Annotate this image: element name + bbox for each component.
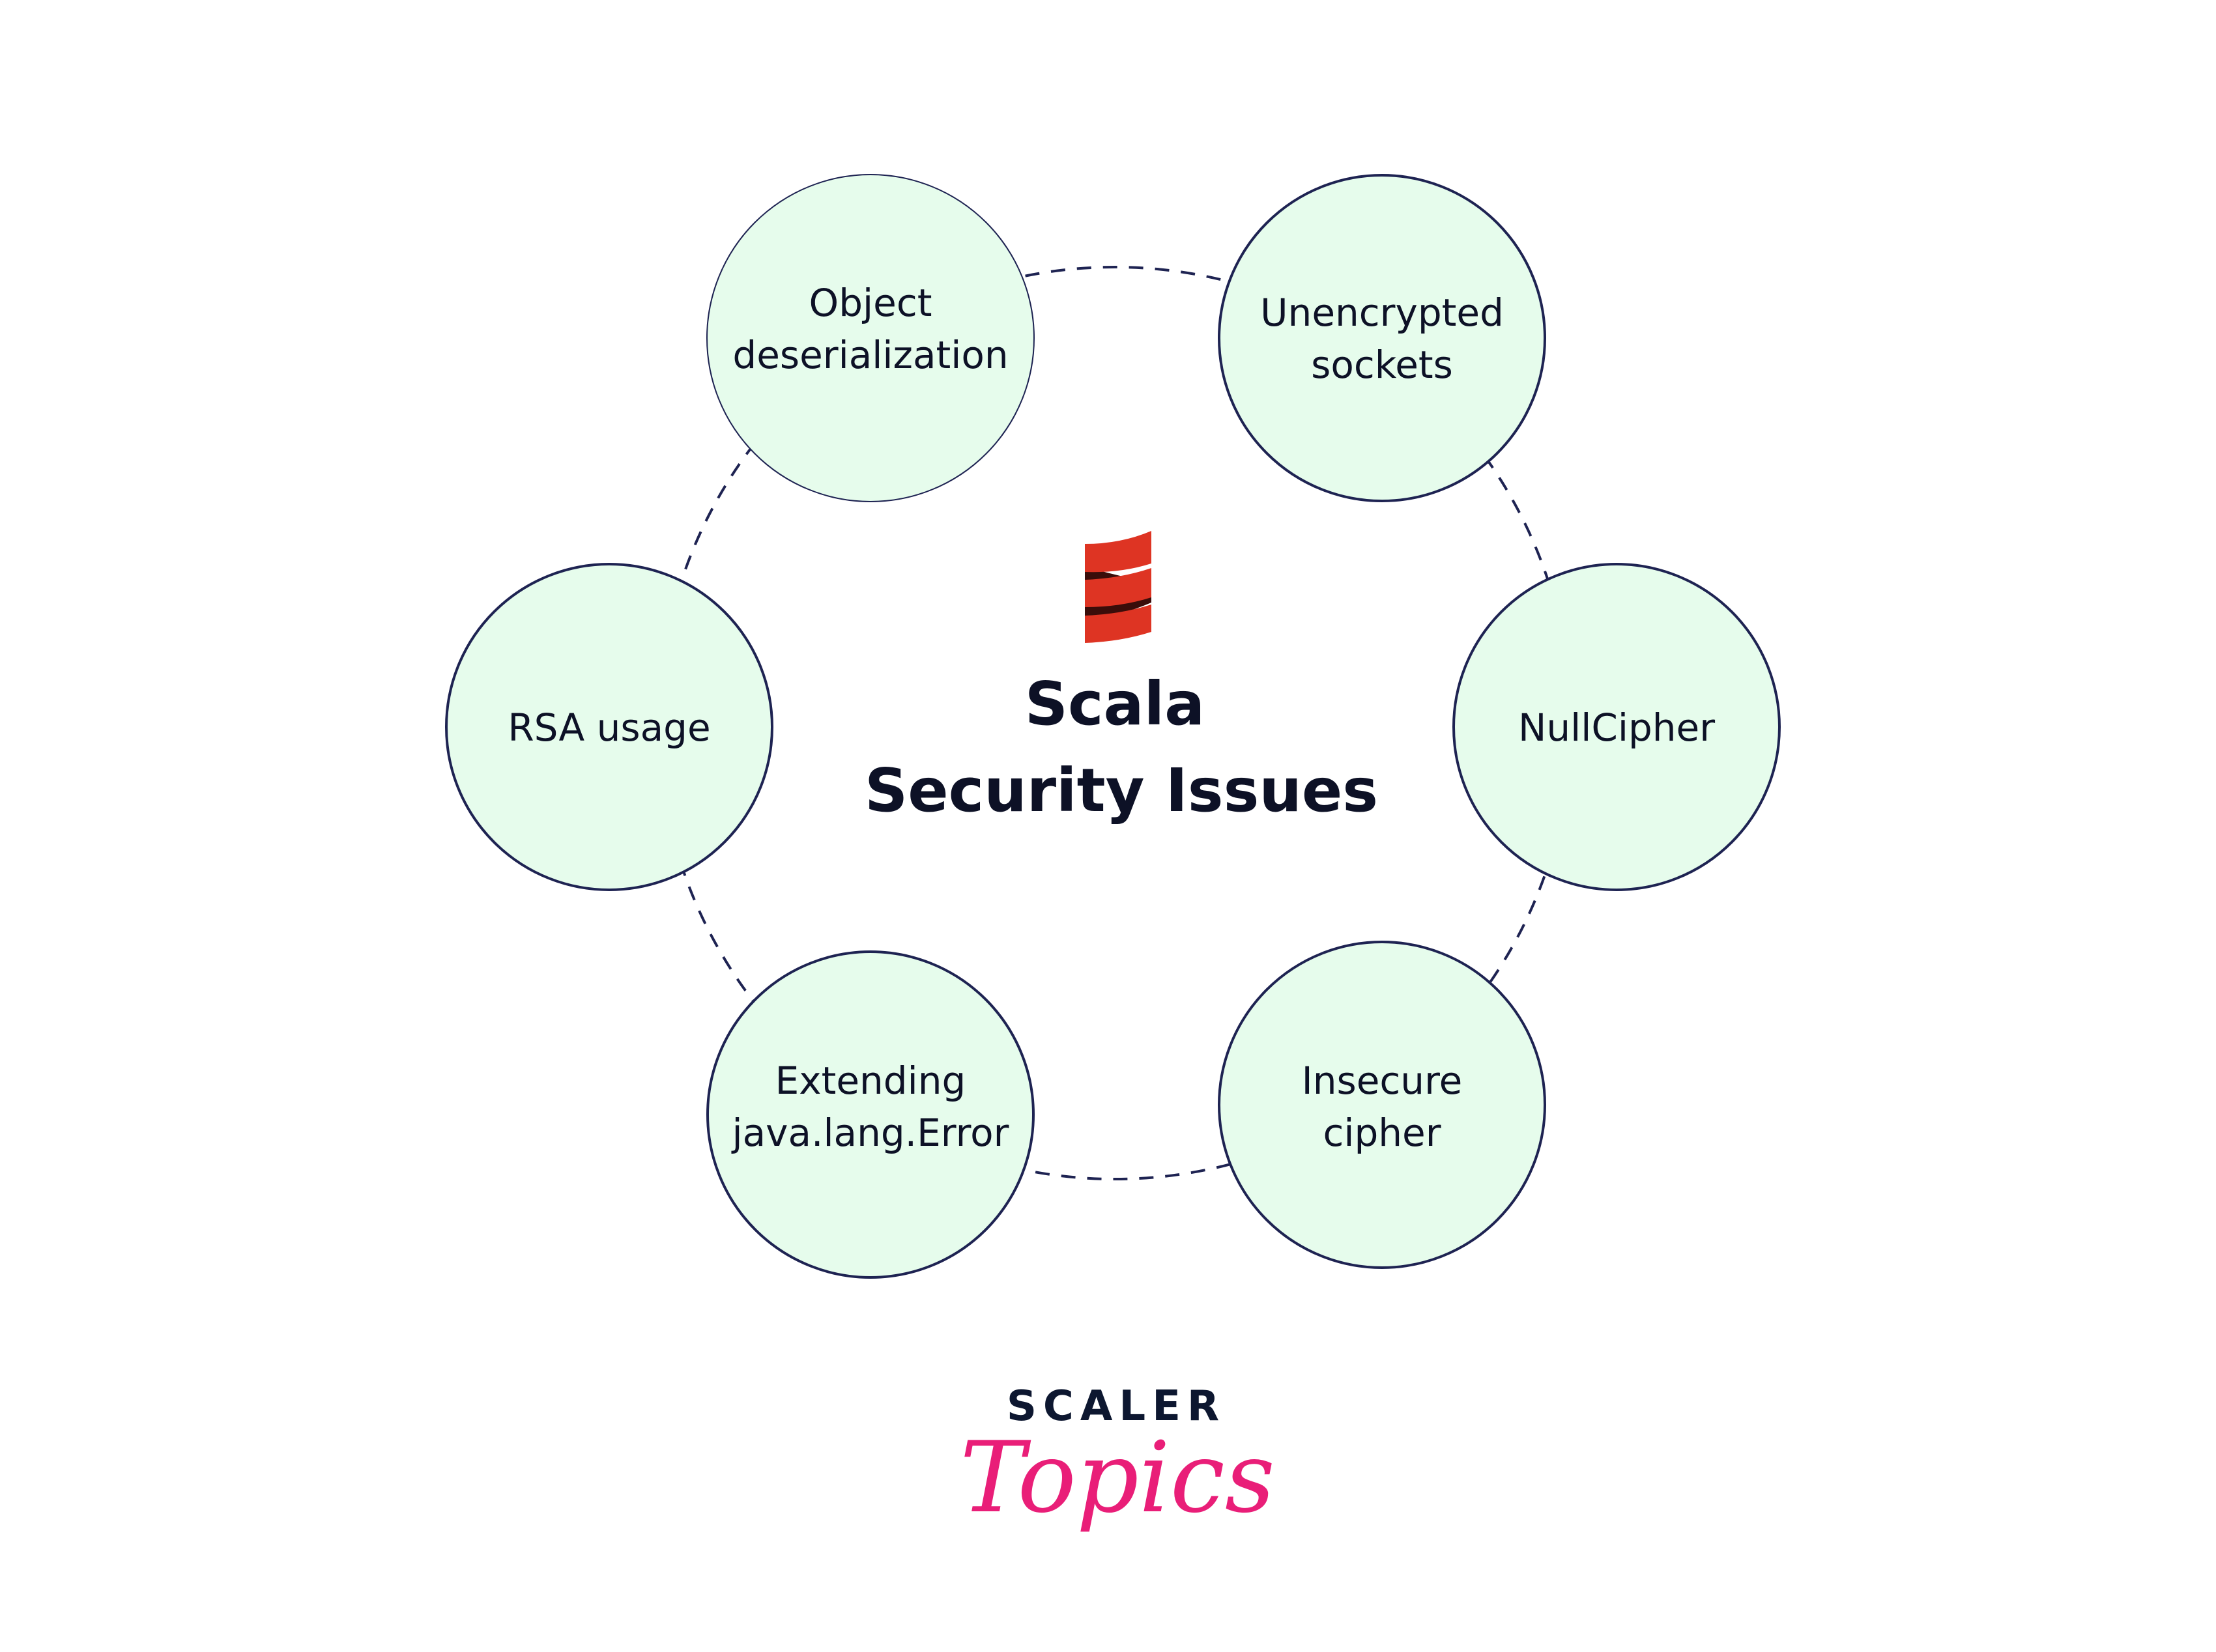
node-label: RSA usage xyxy=(508,705,710,750)
node-label: deserialization xyxy=(732,333,1008,377)
node-label: Object xyxy=(809,281,932,325)
node-nullcipher: NullCipher xyxy=(1452,563,1781,891)
node-label: cipher xyxy=(1323,1111,1441,1155)
node-label: java.lang.Error xyxy=(730,1111,1009,1155)
brand-bottom: Topics xyxy=(960,1421,1275,1535)
scaler-topics-logo: SCALER Topics xyxy=(960,1382,1275,1535)
node-label: Unencrypted xyxy=(1260,291,1504,335)
diagram-title-line1: Scala xyxy=(1025,669,1205,739)
diagram-title-line2: Security Issues xyxy=(865,756,1378,825)
node-unencrypted-sockets: Unencrypted sockets xyxy=(1218,174,1546,502)
node-label: NullCipher xyxy=(1518,705,1715,750)
node-rsa-usage: RSA usage xyxy=(445,563,773,891)
node-object-deserialization: Object deserialization xyxy=(706,174,1035,502)
node-insecure-cipher: Insecure cipher xyxy=(1218,941,1546,1269)
brand-top: SCALER xyxy=(1007,1382,1226,1431)
node-label: Extending xyxy=(775,1059,966,1103)
node-label: Insecure xyxy=(1302,1059,1463,1103)
node-label: sockets xyxy=(1311,343,1453,387)
scala-logo-icon xyxy=(1085,531,1151,643)
node-extending-java-lang-error: Extending java.lang.Error xyxy=(706,950,1035,1279)
